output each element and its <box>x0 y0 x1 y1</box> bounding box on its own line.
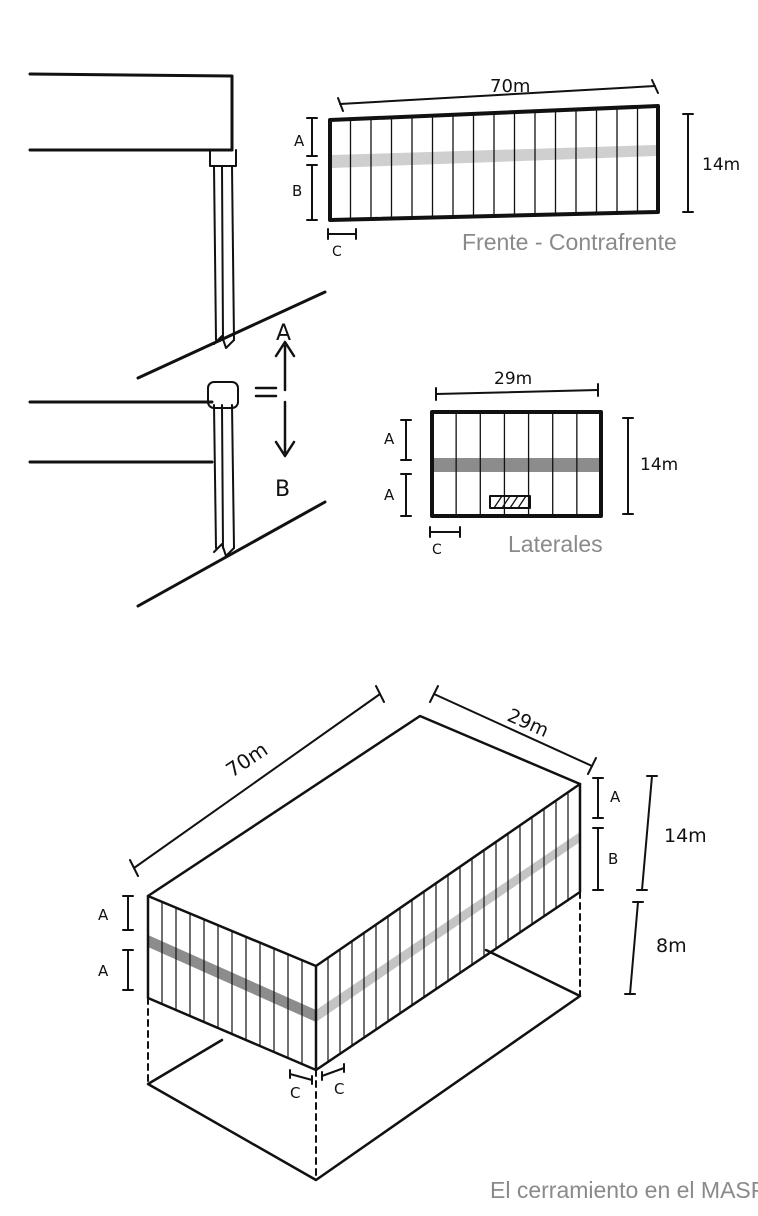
split-mark <box>254 386 278 398</box>
side-opening-hatch <box>493 495 527 509</box>
arrow-down-icon <box>274 400 296 458</box>
middle-joint <box>207 381 239 409</box>
footer-caption: El cerramiento en el MASP <box>490 1177 758 1203</box>
iso-ground-outline <box>146 948 582 1182</box>
iso-height-skin-label: 14m <box>664 825 707 847</box>
iso-top-face <box>146 714 582 968</box>
upper-slab <box>28 72 234 152</box>
iso-length-ticks <box>129 685 385 877</box>
iso-width-ticks <box>429 685 597 775</box>
front-elevation <box>306 79 694 240</box>
iso-label-a-left-bottom: A <box>98 962 109 980</box>
iso-dim-height-free <box>624 901 644 995</box>
section-cut-line-bottom <box>136 500 327 608</box>
iso-dim-height-skin <box>636 775 658 891</box>
iso-label-a-right: A <box>610 788 621 806</box>
side-band <box>434 458 599 472</box>
dim-a-side-bottom <box>400 473 412 517</box>
section-label-a: A <box>276 321 291 346</box>
dim-c-side <box>429 526 461 538</box>
side-opening-hatched <box>489 495 531 509</box>
iso-label-c-right: C <box>334 1080 344 1098</box>
iso-dim-b-right <box>592 827 604 891</box>
dim-a-side-top <box>400 419 412 461</box>
iso-dim-a-left-bottom <box>122 949 134 991</box>
iso-front-face <box>146 894 318 1072</box>
iso-dim-c-left <box>289 1069 313 1085</box>
iso-label-a-left-top: A <box>98 906 109 924</box>
section-label-b: B <box>275 477 290 502</box>
section-cut-line-top <box>136 290 327 380</box>
front-panel-outline <box>328 104 660 222</box>
middle-slab <box>28 400 214 464</box>
side-width-ticks <box>435 383 599 401</box>
width-dimension-line <box>339 85 656 105</box>
break-mark-bottom <box>213 543 235 557</box>
dim-c-front <box>327 228 357 240</box>
iso-dim-a-right <box>592 777 604 819</box>
side-label-c: C <box>432 542 442 558</box>
iso-width-dimension <box>433 693 593 767</box>
iso-stripes <box>161 791 569 1065</box>
iso-length-dimension <box>133 693 381 869</box>
isometric-box <box>122 685 658 1182</box>
dim-height-front <box>682 113 694 213</box>
iso-dim-c-right <box>321 1063 345 1081</box>
column-lines-top <box>213 165 235 341</box>
column-lines-bottom <box>213 404 235 549</box>
side-height-label: 14m <box>640 455 678 475</box>
dim-a-front <box>306 117 318 157</box>
front-label-b: B <box>292 182 302 200</box>
iso-label-b-right: B <box>608 850 618 868</box>
front-label-c: C <box>332 244 342 260</box>
dim-height-side <box>622 417 634 515</box>
dim-b-front <box>306 164 318 221</box>
front-height-label: 14m <box>702 155 740 175</box>
iso-dim-a-left-top <box>122 895 134 931</box>
labels: A B 70m 14m A B C Frente - Contrafrente … <box>98 76 758 1203</box>
side-label-a-bottom: A <box>384 486 395 504</box>
section-detail <box>28 72 327 608</box>
iso-dashed-supports <box>147 891 581 1181</box>
iso-label-c-left: C <box>290 1084 300 1102</box>
side-panel-outline <box>430 410 603 518</box>
upper-joint <box>209 149 237 167</box>
iso-height-free-label: 8m <box>656 935 687 957</box>
side-caption: Laterales <box>508 531 603 557</box>
side-width-label: 29m <box>494 369 532 389</box>
front-stripes <box>349 106 639 221</box>
side-elevation <box>400 383 634 538</box>
width-dimension-ticks <box>337 79 659 112</box>
front-label-a: A <box>294 132 305 150</box>
arrow-up-icon <box>274 340 296 392</box>
front-width-label: 70m <box>490 76 530 97</box>
side-stripes <box>455 411 578 517</box>
side-width-dimension <box>435 389 599 395</box>
front-caption: Frente - Contrafrente <box>462 229 677 255</box>
side-label-a-top: A <box>384 430 395 448</box>
